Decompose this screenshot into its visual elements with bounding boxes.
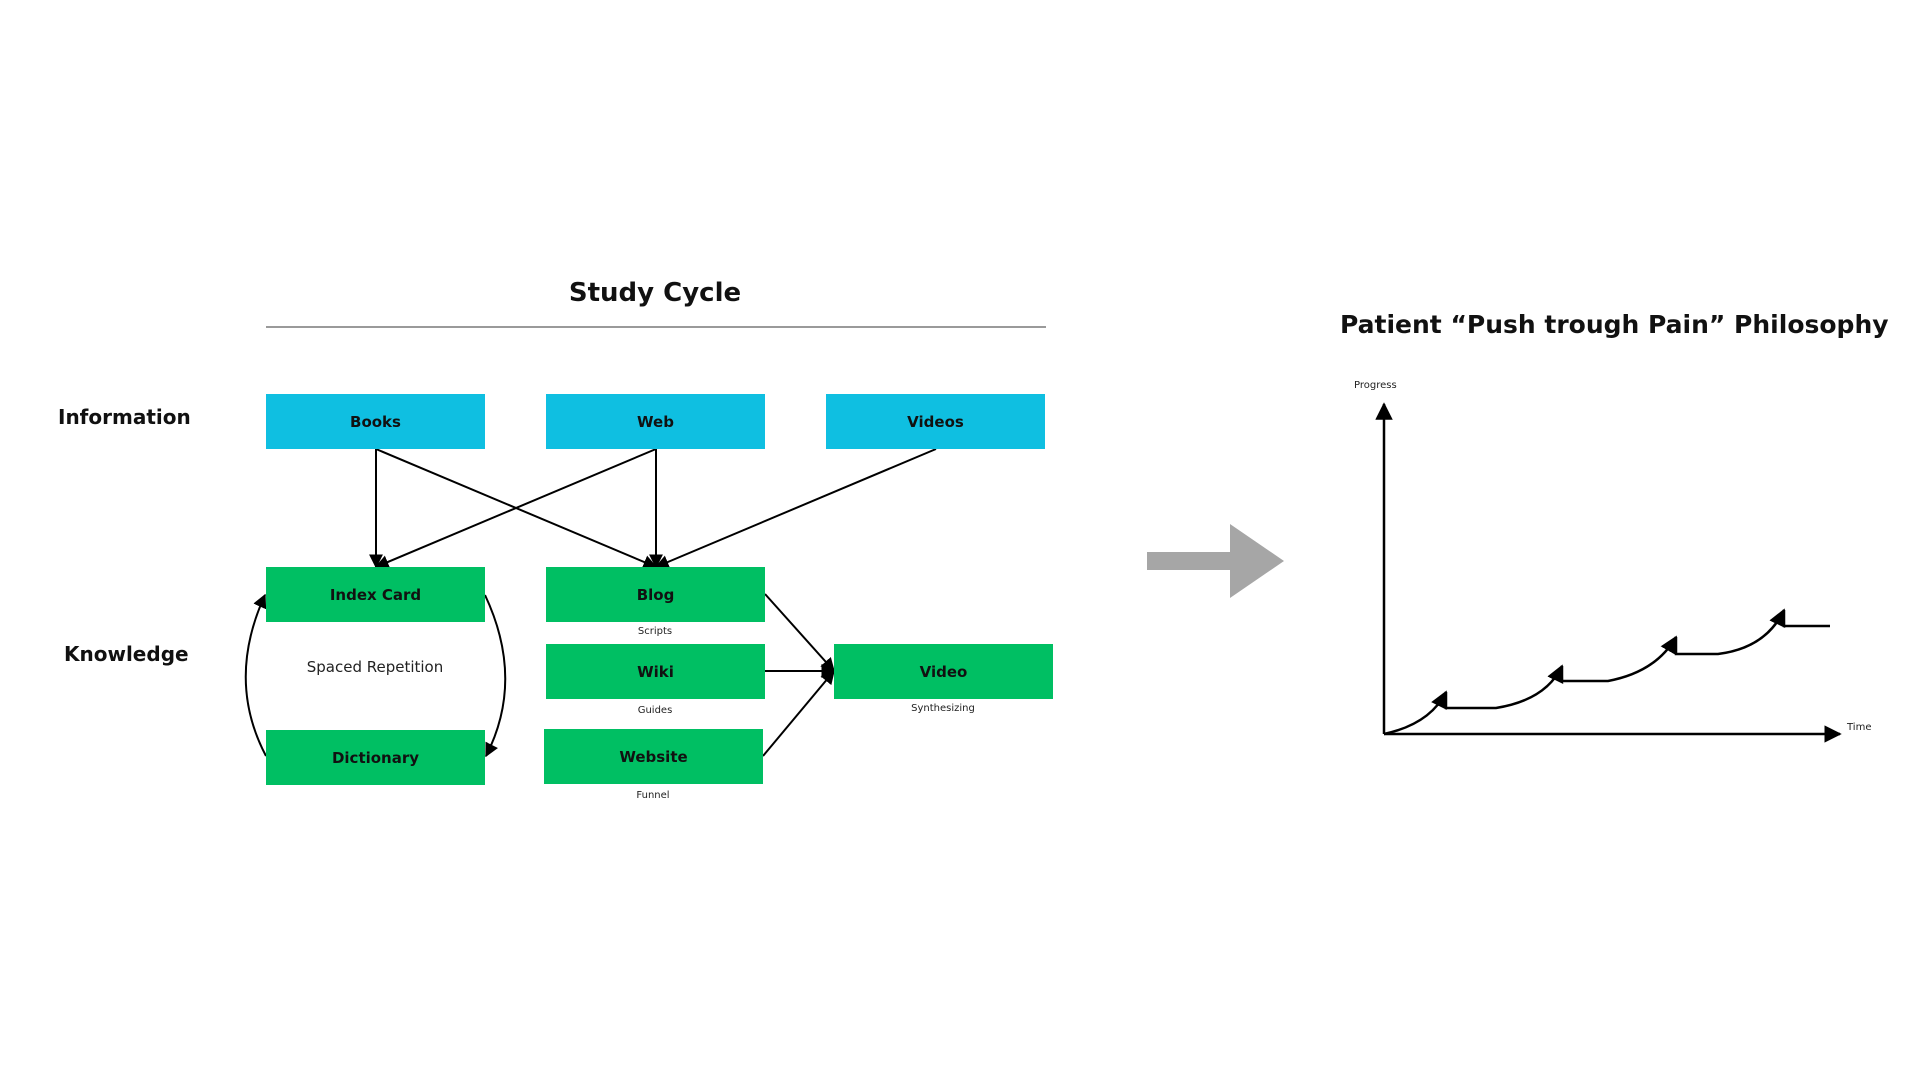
caption-scripts: Scripts (637, 626, 673, 637)
y-axis-label: Progress (1354, 380, 1397, 391)
caption-synthesizing: Synthesizing (911, 703, 975, 714)
x-axis-label: Time (1847, 722, 1872, 733)
node-website: Website (544, 729, 763, 784)
transition-arrow (1147, 524, 1284, 598)
progress-step-4 (1674, 608, 1786, 656)
edge-dictionary-index (244, 593, 267, 757)
node-wiki: Wiki (546, 644, 765, 699)
progress-step-3 (1560, 635, 1678, 683)
caption-funnel: Funnel (636, 790, 670, 801)
study-cycle-title: Study Cycle (568, 278, 742, 308)
title-divider (266, 326, 1046, 328)
row-label-knowledge: Knowledge (64, 642, 189, 666)
node-videos: Videos (826, 394, 1045, 449)
progress-step-2 (1444, 664, 1564, 710)
row-label-information: Information (58, 405, 191, 429)
node-blog: Blog (546, 567, 765, 622)
caption-guides: Guides (637, 705, 673, 716)
node-dictionary: Dictionary (266, 730, 485, 785)
node-video: Video (834, 644, 1053, 699)
node-web: Web (546, 394, 765, 449)
progress-step-1 (1383, 690, 1448, 736)
edge-web-index (374, 448, 657, 569)
node-books: Books (266, 394, 485, 449)
edge-website-video (762, 669, 835, 757)
edge-videos-blog (654, 448, 937, 569)
caption-spaced-repetition: Spaced Repetition (306, 658, 444, 676)
node-index-card: Index Card (266, 567, 485, 622)
philosophy-title: Patient “Push trough Pain” Philosophy (1340, 310, 1889, 339)
edge-index-dictionary (484, 594, 507, 758)
edge-blog-video (764, 593, 835, 673)
progress-plateau (1782, 610, 1830, 628)
